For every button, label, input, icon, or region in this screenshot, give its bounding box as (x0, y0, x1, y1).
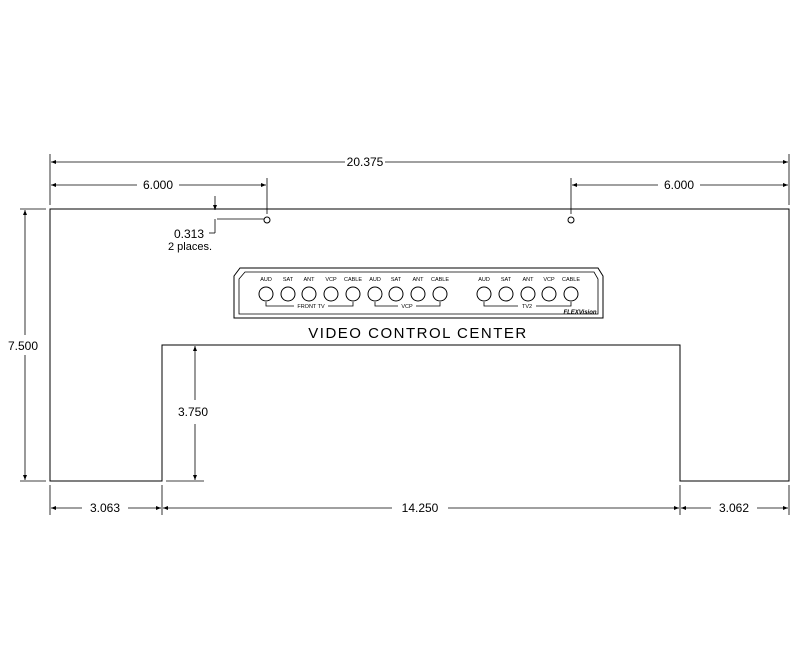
jack-connector (476, 286, 492, 302)
jack-connector (432, 286, 448, 302)
jack-connector (367, 286, 383, 302)
jack-connector (301, 286, 317, 302)
jack-connector (280, 286, 296, 302)
dim-left-hole-offset: 6.000 (51, 178, 266, 192)
jack-label: AUD (260, 277, 272, 283)
jack-label: AUD (369, 277, 381, 283)
dim-overall-width: 20.375 (51, 155, 788, 169)
jack-label: ANT (413, 277, 425, 283)
jack-label: VCP (325, 277, 337, 283)
dim-right-hole-offset: 6.000 (572, 178, 788, 192)
jack-connector (563, 286, 579, 302)
dim-right-hole-offset-label: 6.000 (664, 178, 694, 192)
dim-left-hole-offset-label: 6.000 (143, 178, 173, 192)
brand-logo: FLEXVision (563, 310, 596, 316)
jack-connector (323, 286, 339, 302)
jack-label: VCP (543, 277, 555, 283)
jack-group-label: TV2 (522, 304, 532, 310)
dim-overall-width-label: 20.375 (347, 155, 384, 169)
jack-connector (258, 286, 274, 302)
dim-left-margin: 3.063 (51, 501, 161, 515)
jack-connector (410, 286, 426, 302)
dim-hole-diameter-label: 0.313 (174, 227, 204, 241)
jack-label: CABLE (431, 277, 449, 283)
dim-cutout-width-label: 14.250 (402, 501, 439, 515)
jack-group-label: VCP (401, 304, 413, 310)
jack-label: SAT (283, 277, 294, 283)
dim-hole-note: 2 places. (168, 241, 212, 253)
dim-right-margin: 3.062 (681, 501, 788, 515)
jack-group-tv2: AUD SAT ANT VCP CABLE TV2 (476, 277, 580, 310)
dim-right-margin-label: 3.062 (719, 501, 749, 515)
jack-group-vcp: AUD SAT ANT CABLE VCP (367, 277, 449, 310)
jack-connector (388, 286, 404, 302)
dim-cutout-height: 3.750 (178, 346, 208, 480)
connector-panel: AUD SAT ANT VCP CABLE FRONT TV AUD SAT A… (233, 267, 604, 319)
mounting-hole-left (263, 216, 271, 224)
jack-label: ANT (304, 277, 316, 283)
connector-panel-outline (233, 267, 604, 319)
jack-label: SAT (391, 277, 402, 283)
jack-label: SAT (501, 277, 512, 283)
dim-overall-height: 7.500 (8, 210, 38, 480)
jack-connector (345, 286, 361, 302)
jack-label: ANT (523, 277, 535, 283)
jack-label: CABLE (344, 277, 362, 283)
jack-connector (541, 286, 557, 302)
jack-label: CABLE (562, 277, 580, 283)
jack-label: AUD (478, 277, 490, 283)
dim-cutout-width: 14.250 (163, 501, 679, 515)
dim-overall-height-label: 7.500 (8, 339, 38, 353)
mounting-hole-right (567, 216, 575, 224)
plate-outline (49, 208, 790, 482)
dim-cutout-height-label: 3.750 (178, 405, 208, 419)
jack-group-front-tv: AUD SAT ANT VCP CABLE FRONT TV (258, 277, 362, 310)
jack-connector (520, 286, 536, 302)
dim-hole-diameter: 0.313 2 places. (168, 196, 264, 253)
extension-lines (20, 154, 790, 515)
jack-connector (498, 286, 514, 302)
dim-left-margin-label: 3.063 (90, 501, 120, 515)
jack-group-label: FRONT TV (297, 304, 325, 310)
panel-title: VIDEO CONTROL CENTER (308, 325, 527, 342)
